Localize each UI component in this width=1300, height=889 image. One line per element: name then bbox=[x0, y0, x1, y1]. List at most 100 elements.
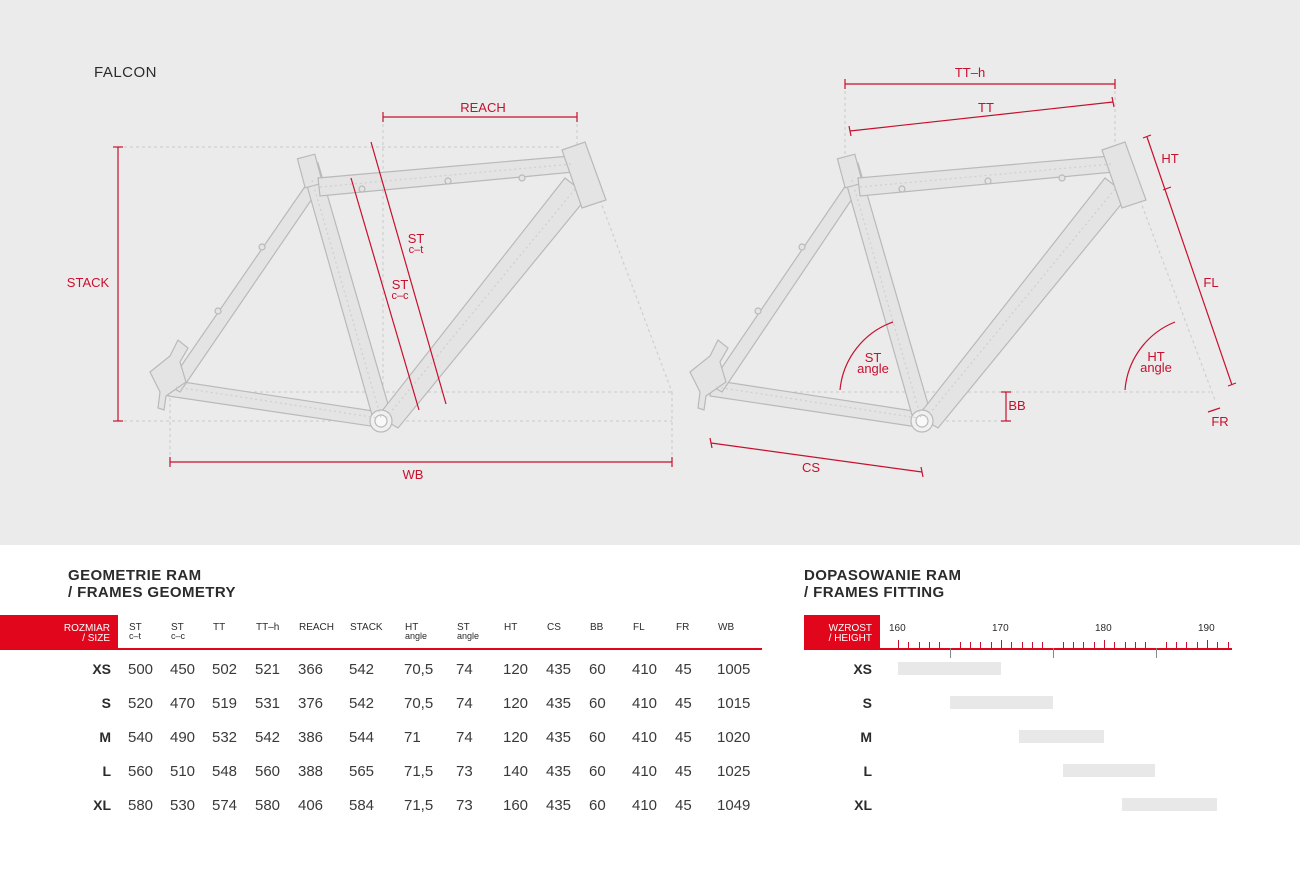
axis-tick bbox=[908, 642, 910, 648]
table-cell: 1015 bbox=[717, 695, 751, 712]
table-cell: 435 bbox=[546, 797, 572, 814]
column-header: TT–h bbox=[256, 622, 280, 633]
axis-tick bbox=[1124, 642, 1126, 648]
size-label: M bbox=[860, 729, 872, 745]
height-range-bar bbox=[949, 696, 1053, 709]
label-fr: FR bbox=[1211, 414, 1228, 429]
axis-label: 180 bbox=[1095, 623, 1112, 634]
table-cell: 71,5 bbox=[404, 797, 434, 814]
size-label: XS bbox=[92, 661, 111, 677]
axis-tick bbox=[949, 648, 951, 658]
table-cell: 542 bbox=[255, 729, 281, 746]
size-label: XL bbox=[93, 797, 111, 813]
label-st-cc: ST bbox=[392, 277, 409, 292]
axis-tick bbox=[1145, 642, 1147, 648]
table-cell: 140 bbox=[503, 763, 529, 780]
size-label: S bbox=[101, 695, 111, 711]
axis-tick bbox=[1227, 642, 1229, 648]
table-cell: 560 bbox=[128, 763, 154, 780]
table-cell: 1025 bbox=[717, 763, 751, 780]
label-cs: CS bbox=[802, 460, 820, 475]
table-cell: 560 bbox=[255, 763, 281, 780]
fitting-row: S bbox=[804, 695, 1232, 729]
label-stack: STACK bbox=[67, 275, 110, 290]
table-cell: 580 bbox=[128, 797, 154, 814]
table-cell: 406 bbox=[298, 797, 324, 814]
size-header: ROZMIAR / SIZE bbox=[0, 615, 118, 650]
column-header: FR bbox=[676, 622, 690, 633]
axis-tick bbox=[1073, 642, 1075, 648]
table-cell: 410 bbox=[632, 661, 658, 678]
axis-tick bbox=[1196, 642, 1198, 648]
table-cell: 510 bbox=[170, 763, 196, 780]
table-cell: 521 bbox=[255, 661, 281, 678]
table-cell: 73 bbox=[456, 797, 473, 814]
axis-tick bbox=[1093, 642, 1095, 648]
table-cell: 74 bbox=[456, 729, 473, 746]
header-rule bbox=[118, 648, 762, 650]
table-cell: 45 bbox=[675, 695, 692, 712]
axis-tick bbox=[898, 640, 899, 650]
axis-tick bbox=[1021, 642, 1023, 648]
column-header: HT bbox=[504, 622, 518, 633]
table-cell: 60 bbox=[589, 729, 606, 746]
table-cell: 410 bbox=[632, 797, 658, 814]
table-cell: 73 bbox=[456, 763, 473, 780]
column-header: CS bbox=[547, 622, 561, 633]
table-cell: 544 bbox=[349, 729, 375, 746]
column-header: STACK bbox=[350, 622, 383, 633]
height-range-bar bbox=[1062, 764, 1156, 777]
table-cell: 71 bbox=[404, 729, 421, 746]
label-st-ct: ST bbox=[408, 231, 425, 246]
axis-tick bbox=[1176, 642, 1178, 648]
fitting-row: M bbox=[804, 729, 1232, 763]
axis-tick bbox=[1114, 642, 1116, 648]
fitting-row: L bbox=[804, 763, 1232, 797]
table-cell: 435 bbox=[546, 695, 572, 712]
table-cell: 60 bbox=[589, 797, 606, 814]
table-cell: 74 bbox=[456, 695, 473, 712]
table-cell: 574 bbox=[212, 797, 238, 814]
table-cell: 1005 bbox=[717, 661, 751, 678]
table-cell: 366 bbox=[298, 661, 324, 678]
axis-tick bbox=[1042, 642, 1044, 648]
column-header: TT bbox=[213, 622, 226, 633]
table-cell: 45 bbox=[675, 729, 692, 746]
label-tt: TT bbox=[978, 100, 994, 115]
axis-tick bbox=[990, 642, 992, 648]
label-reach: REACH bbox=[460, 100, 506, 115]
height-range-bar bbox=[1018, 730, 1104, 743]
axis-tick bbox=[1052, 648, 1054, 658]
axis-tick bbox=[959, 642, 961, 648]
table-cell: 160 bbox=[503, 797, 529, 814]
table-cell: 376 bbox=[298, 695, 324, 712]
table-cell: 540 bbox=[128, 729, 154, 746]
table-cell: 60 bbox=[589, 763, 606, 780]
axis-tick bbox=[1062, 642, 1064, 648]
axis-tick bbox=[1083, 642, 1085, 648]
table-cell: 1020 bbox=[717, 729, 751, 746]
table-cell: 500 bbox=[128, 661, 154, 678]
size-label: XS bbox=[853, 661, 872, 677]
table-cell: 70,5 bbox=[404, 661, 434, 678]
fitting-title: DOPASOWANIE RAM / FRAMES FITTING bbox=[804, 567, 962, 601]
table-cell: 470 bbox=[170, 695, 196, 712]
axis-label: 170 bbox=[992, 623, 1009, 634]
table-cell: 519 bbox=[212, 695, 238, 712]
table-cell: 410 bbox=[632, 763, 658, 780]
label-bb: BB bbox=[1008, 398, 1025, 413]
table-cell: 45 bbox=[675, 797, 692, 814]
column-header: WB bbox=[718, 622, 735, 633]
label-ht-angle-sub: angle bbox=[1140, 360, 1172, 375]
axis-tick bbox=[1207, 640, 1208, 650]
label-tt-h: TT–h bbox=[955, 65, 985, 80]
label-ht: HT bbox=[1161, 151, 1178, 166]
table-cell: 120 bbox=[503, 729, 529, 746]
column-header: FL bbox=[633, 622, 645, 633]
